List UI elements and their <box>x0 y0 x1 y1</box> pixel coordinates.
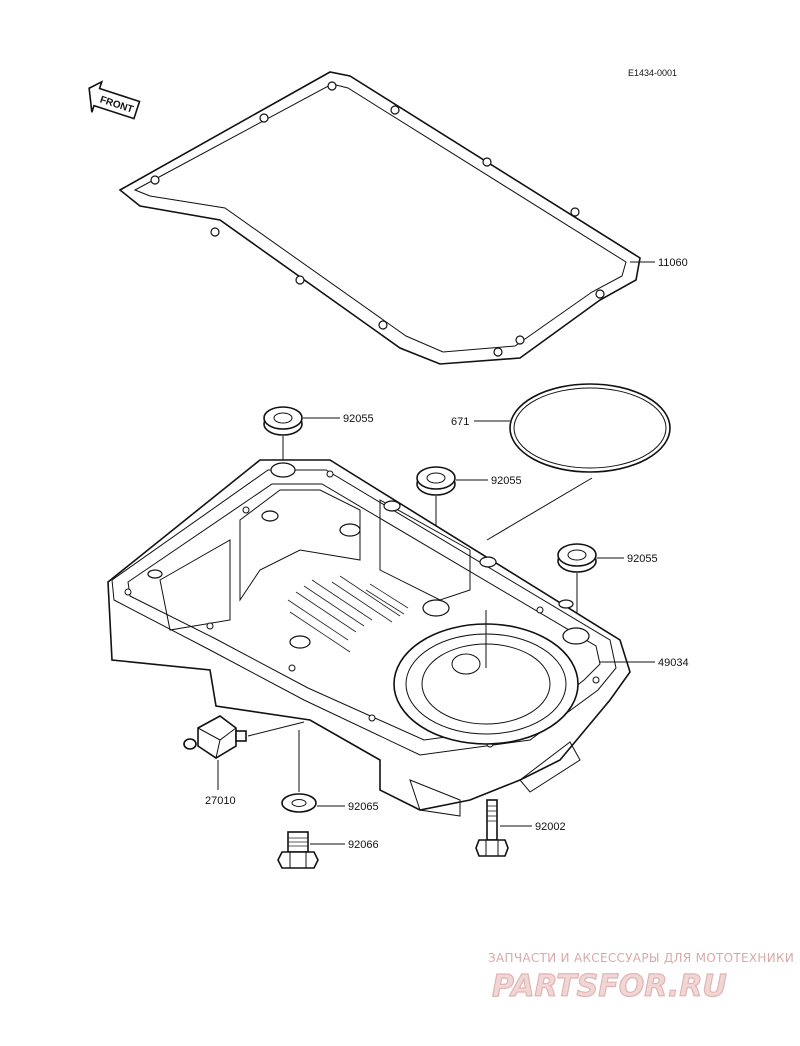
part-label-671: 671 <box>451 416 469 428</box>
washer-92065 <box>281 793 317 813</box>
part-label-27010: 27010 <box>205 795 236 807</box>
front-arrow-icon: FRONT <box>88 80 141 120</box>
part-label-49034: 49034 <box>658 657 689 669</box>
collar-92055-a <box>263 406 303 436</box>
watermark-tagline: ЗАПЧАСТИ И АКСЕССУАРЫ ДЛЯ МОТОТЕХНИКИ <box>488 951 794 965</box>
oil-pressure-switch-27010 <box>183 715 247 759</box>
oil-pan-49034 <box>107 459 631 817</box>
o-ring-671 <box>509 383 671 473</box>
drain-plug-92066 <box>277 831 319 869</box>
part-label-11060: 11060 <box>658 257 688 269</box>
part-label-92055-b: 92055 <box>491 475 522 487</box>
part-label-92066: 92066 <box>348 839 379 851</box>
part-label-92002: 92002 <box>535 821 566 833</box>
part-label-92055-c: 92055 <box>627 553 658 565</box>
watermark-logo: PARTSFOR.RU <box>492 969 727 1004</box>
part-label-92065: 92065 <box>348 801 379 813</box>
diagram-ref-code: E1434-0001 <box>628 68 677 78</box>
collar-92055-b <box>416 466 456 496</box>
bolt-92002 <box>475 799 509 857</box>
collar-92055-c <box>557 543 597 573</box>
part-label-92055-a: 92055 <box>343 413 374 425</box>
oil-pan-gasket <box>118 71 641 365</box>
